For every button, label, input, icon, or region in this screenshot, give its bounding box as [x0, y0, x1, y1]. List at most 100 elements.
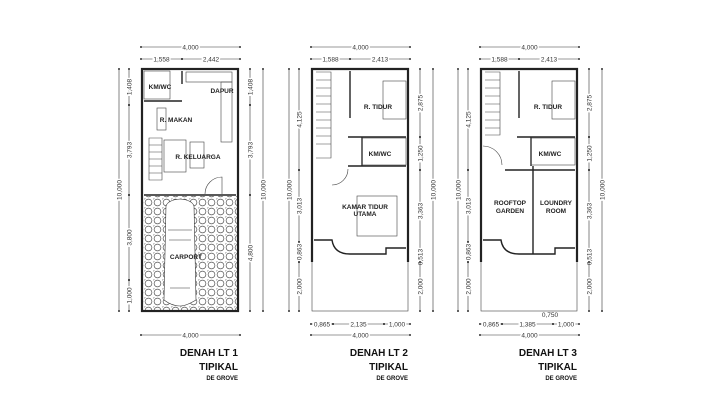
dim-top-total-tick — [479, 46, 481, 48]
dim-top-right-tick — [518, 58, 520, 60]
dim-right-total: 10,000 — [430, 180, 437, 200]
dim-bottom-total-tick — [578, 334, 580, 336]
dim-right: 3,363 — [586, 202, 593, 219]
kitchen-counter — [185, 71, 233, 83]
dim-bottom-2: 2,135 — [350, 321, 367, 328]
room-label: KM/WC — [539, 151, 562, 158]
dim-right: 0,513 — [586, 248, 593, 265]
dim-left-total: 10,000 — [116, 180, 123, 200]
dim-top-total: 4,000 — [352, 44, 369, 51]
dim-right-tick — [249, 194, 251, 196]
dim-top-right: 2,442 — [203, 56, 220, 63]
dim-bottom-total: 4,000 — [352, 332, 369, 339]
dim-top-left: 1,588 — [491, 56, 508, 63]
dim-left-tick — [298, 261, 300, 263]
plan-brand: DE GROVE — [206, 376, 238, 382]
dim-right-total-tick — [432, 310, 434, 312]
stairs — [316, 71, 332, 159]
dim-top-left-tick — [140, 58, 142, 60]
room-label: LOUNDRY — [540, 200, 573, 207]
dim-right-tick — [249, 104, 251, 106]
dim-bottom-2: 1,385 — [519, 321, 536, 328]
dim-gap: 0,750 — [542, 312, 559, 319]
dim-right-total-tick — [262, 68, 264, 70]
plan-title: DENAH LT 3 — [519, 348, 578, 359]
dim-right: 4,800 — [247, 244, 254, 261]
site-outline — [311, 68, 409, 312]
outer-wall — [310, 67, 410, 262]
dim-left-tick — [128, 279, 130, 281]
kitchen-side-counter — [220, 81, 233, 143]
site-outline — [480, 68, 578, 312]
dim-bottom-total: 4,000 — [521, 332, 538, 339]
sofa — [163, 139, 187, 173]
dim-left: 3,013 — [465, 197, 472, 214]
dim-left-tick — [128, 68, 130, 70]
dim-right-tick — [249, 310, 251, 312]
dim-bottom-3-tick — [552, 323, 554, 325]
dim-right-total-tick — [601, 68, 603, 70]
dim-right: 2,875 — [586, 94, 593, 111]
dining-table — [156, 107, 167, 131]
dim-bottom-total-tick — [409, 334, 411, 336]
bed — [382, 80, 407, 120]
room-label: ROOFTOP — [494, 200, 527, 207]
plan-subtitle: TIPIKAL — [369, 362, 408, 373]
bed — [551, 80, 576, 120]
dim-left: 2,000 — [296, 278, 303, 295]
room-label: UTAMA — [354, 211, 377, 218]
room-label: ROOM — [546, 208, 566, 215]
dim-bottom-3: 1,000 — [558, 321, 575, 328]
dim-right-total-tick — [432, 68, 434, 70]
dim-top-left: 1,558 — [153, 56, 170, 63]
dim-right-tick — [419, 136, 421, 138]
dim-bottom-total-tick — [239, 334, 241, 336]
dim-left-tick — [128, 104, 130, 106]
bathroom — [361, 137, 407, 166]
interior-walls — [505, 71, 575, 254]
dim-right-total: 10,000 — [599, 180, 606, 200]
dim-right-tick — [588, 251, 590, 253]
dim-right: 1,408 — [247, 78, 254, 95]
dim-left-tick — [128, 310, 130, 312]
dim-right: 3,793 — [247, 141, 254, 158]
master-bed — [356, 195, 398, 237]
stairs — [485, 71, 501, 136]
dim-left-tick — [128, 194, 130, 196]
balcony-wall — [483, 239, 575, 255]
interior-walls — [348, 71, 406, 167]
room-label: KAMAR TIDUR — [342, 204, 388, 211]
dim-left: 0,863 — [465, 243, 472, 260]
dim-bottom-2-tick — [332, 323, 334, 325]
dim-left-total: 10,000 — [286, 180, 293, 200]
room-label: DAPUR — [210, 88, 233, 95]
dim-top-right-tick — [349, 58, 351, 60]
dim-top-right: 2,413 — [372, 56, 389, 63]
dim-bottom-3-tick — [409, 323, 411, 325]
plan-lt2 — [310, 67, 410, 312]
dim-right-tick — [588, 310, 590, 312]
dim-left: 1,000 — [126, 287, 133, 304]
dim-bottom-1: 0,865 — [483, 321, 500, 328]
dim-right-tick — [588, 68, 590, 70]
dim-top-total-tick — [310, 46, 312, 48]
dim-right: 2,000 — [586, 278, 593, 295]
dim-left-tick — [467, 169, 469, 171]
dim-top-left-tick — [479, 58, 481, 60]
dim-right-tick — [419, 68, 421, 70]
dim-top-total: 4,000 — [521, 44, 538, 51]
stairs — [148, 137, 163, 181]
dim-left-total-tick — [288, 68, 290, 70]
dim-top-total: 4,000 — [182, 44, 199, 51]
dim-right-tick — [588, 261, 590, 263]
dim-right: 1,250 — [417, 145, 424, 162]
dim-right-total-tick — [601, 310, 603, 312]
plan-title: DENAH LT 2 — [350, 348, 409, 359]
dim-right: 1,250 — [586, 145, 593, 162]
dim-top-total-tick — [409, 46, 411, 48]
door-swing — [204, 176, 223, 195]
room-label: R. TIDUR — [534, 104, 562, 111]
dim-right-total: 10,000 — [260, 180, 267, 200]
dim-right: 2,000 — [417, 278, 424, 295]
